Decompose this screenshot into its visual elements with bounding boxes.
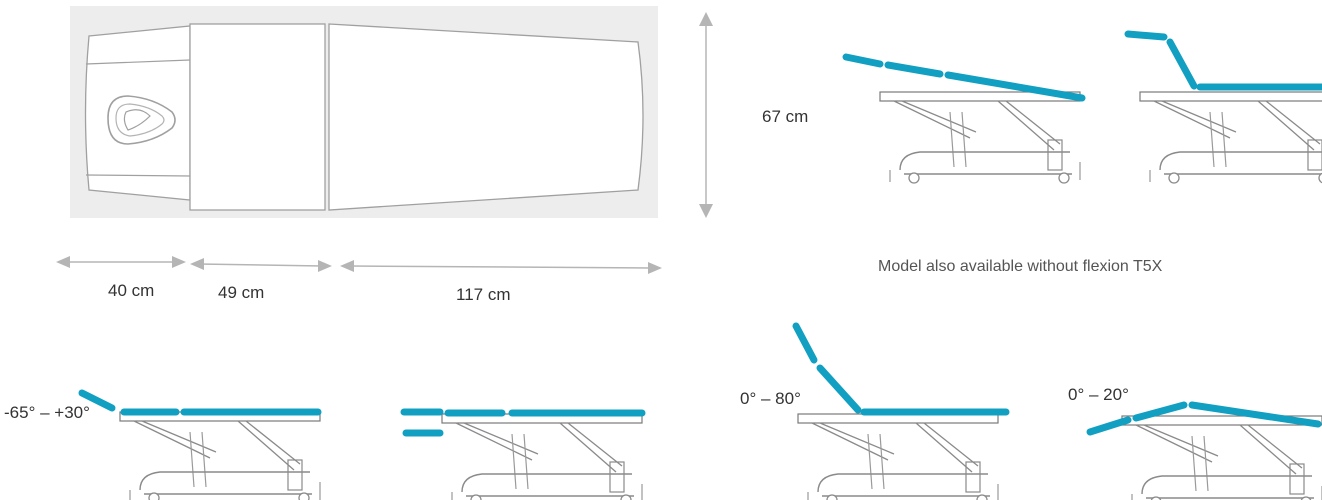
- dimension-arrow-mid: [190, 258, 332, 272]
- cushion-segments-4: [400, 408, 646, 437]
- leg-section: [328, 23, 644, 211]
- leg-section-length-label: 117 cm: [456, 285, 511, 304]
- face-hole-outline: [107, 95, 176, 145]
- mid-section: [189, 23, 326, 211]
- table-side-leg-20: [1121, 415, 1322, 500]
- table-top-view: [70, 6, 658, 218]
- table-side-back-80: [797, 413, 999, 500]
- head-section-length-label: 40 cm: [108, 281, 155, 300]
- head-angle-range-label: -65° – +30°: [4, 403, 90, 422]
- cushion-segments-5: [792, 322, 1010, 416]
- table-side-flat-tilt: [879, 91, 1081, 184]
- table-side-head-dropped: [441, 413, 643, 500]
- cushion-segments-3: [78, 389, 322, 416]
- model-note: Model also available without flexion T5X: [878, 258, 1163, 275]
- cushion-segments-1: [842, 53, 1086, 102]
- cushion-segments-6: [1086, 401, 1322, 436]
- dimension-arrow-head: [56, 256, 186, 268]
- cushion-segments-2: [1124, 30, 1322, 91]
- dimension-arrow-leg: [340, 260, 662, 274]
- head-section: [84, 25, 191, 201]
- height-arrow: [699, 12, 713, 218]
- leg-angle-range-label: 0° – 20°: [1068, 385, 1129, 404]
- back-angle-range-label: 0° – 80°: [740, 389, 801, 408]
- table-side-back-raised: [1139, 91, 1322, 184]
- table-side-head-tilt: [119, 411, 321, 500]
- height-label: 67 cm: [762, 107, 809, 126]
- mid-section-length-label: 49 cm: [218, 283, 265, 302]
